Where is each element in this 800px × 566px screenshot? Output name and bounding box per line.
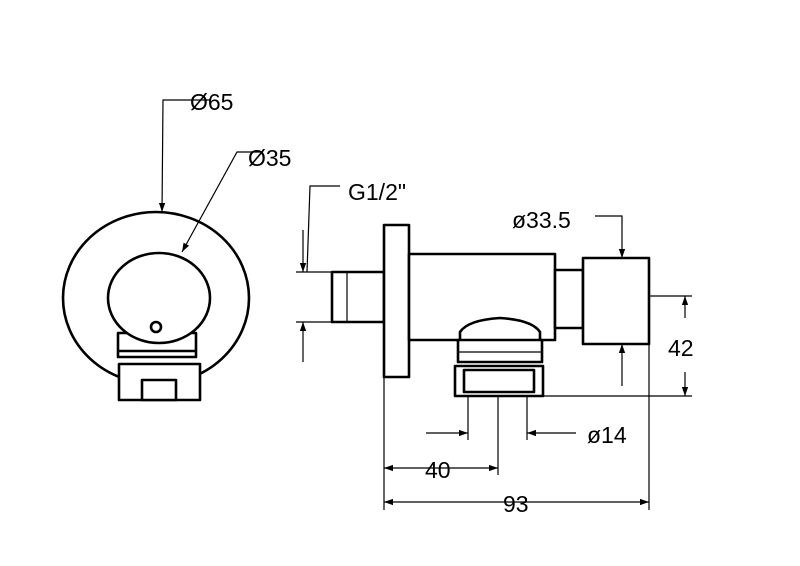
bottom-connector-slot bbox=[140, 378, 178, 402]
handle-neck bbox=[553, 268, 585, 330]
handle-knob bbox=[581, 256, 651, 346]
inner-handle-circle bbox=[106, 251, 212, 345]
outlet-collar bbox=[456, 338, 544, 364]
dim-40-label: 40 bbox=[425, 457, 451, 483]
handle-dia-leader bbox=[595, 215, 626, 258]
handle-dia-label: ø33.5 bbox=[512, 207, 571, 233]
dim-93-label: 93 bbox=[503, 491, 529, 517]
thread-label: G1/2" bbox=[348, 179, 406, 205]
outlet-dia-label: ø14 bbox=[587, 422, 627, 448]
inlet-thread-stub bbox=[330, 270, 386, 324]
front-view: Ø65 Ø35 bbox=[61, 89, 291, 402]
handle-screw-dot bbox=[149, 320, 163, 334]
outlet-dome bbox=[458, 316, 542, 340]
inner-dia-leader bbox=[181, 151, 262, 253]
thread-leader bbox=[306, 185, 340, 273]
wall-flange-plate bbox=[382, 223, 411, 379]
outer-dia-leader bbox=[158, 99, 210, 213]
outer-dia-label: Ø65 bbox=[190, 89, 233, 115]
outlet-nut-inner bbox=[462, 368, 536, 394]
side-view: G1/2" ø33.5 42 ø14 40 93 bbox=[296, 179, 694, 517]
height-label: 42 bbox=[668, 335, 694, 361]
inner-dia-label: Ø35 bbox=[248, 145, 291, 171]
